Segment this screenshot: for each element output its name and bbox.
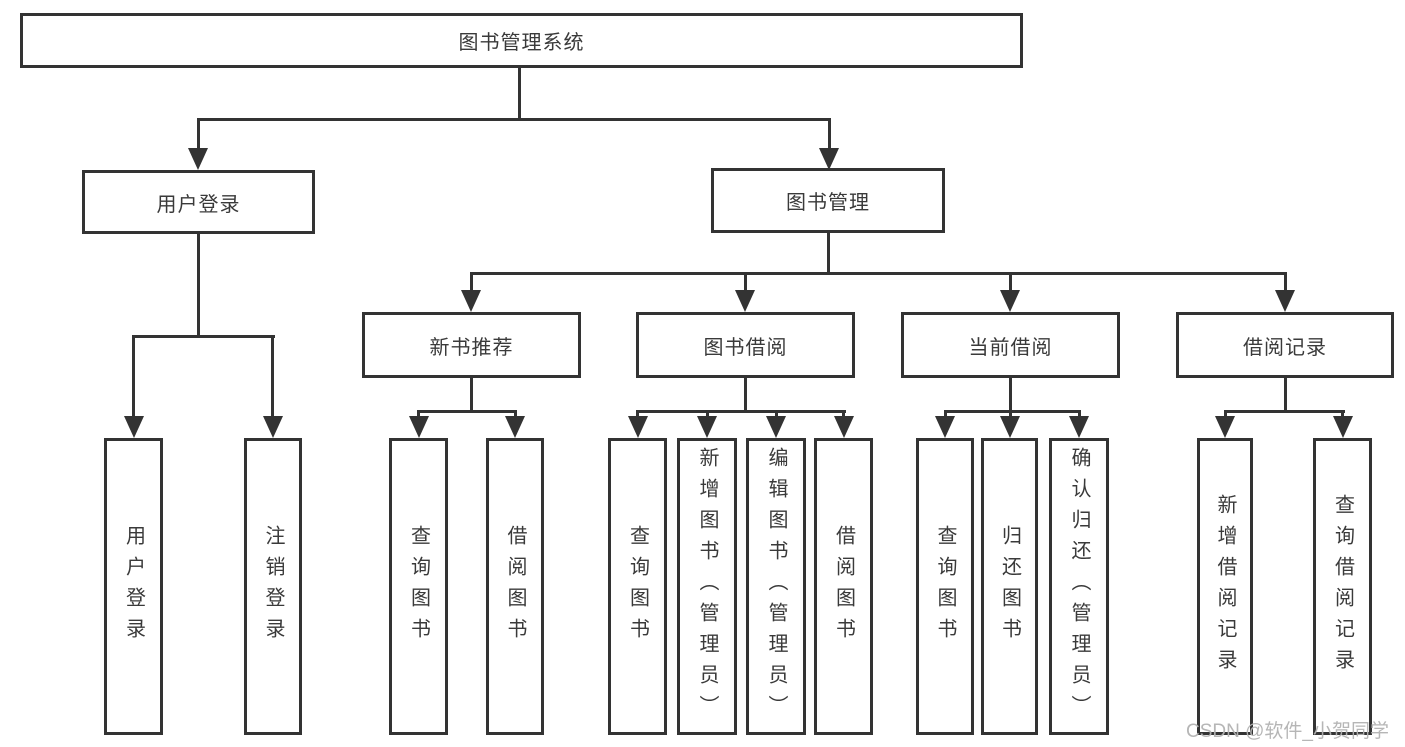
connector-hline xyxy=(1224,410,1345,413)
node-current-borrowing-label: 当前借阅 xyxy=(968,336,1053,359)
node-cb-confirm-return-label: 确认归还（管理员） xyxy=(1068,447,1090,726)
arrowhead-down-icon xyxy=(819,148,839,170)
node-new-book-recommend-label: 新书推荐 xyxy=(429,336,514,359)
node-cb-confirm-return: 确认归还（管理员） xyxy=(1049,438,1109,735)
node-br-add-record-label: 新增借阅记录 xyxy=(1214,493,1236,680)
connector-vline xyxy=(1284,272,1287,298)
connector-hline xyxy=(470,272,1287,275)
arrowhead-down-icon xyxy=(1215,416,1235,438)
arrowhead-down-icon xyxy=(735,290,755,312)
node-nb-query-books-label: 查询图书 xyxy=(407,524,430,649)
node-br-add-record: 新增借阅记录 xyxy=(1197,438,1253,735)
arrowhead-down-icon xyxy=(697,416,717,438)
connector-vline xyxy=(1009,378,1012,410)
node-bb-borrow-books: 借阅图书 xyxy=(814,438,873,735)
connector-hline xyxy=(944,410,1081,413)
node-new-book-recommend: 新书推荐 xyxy=(362,312,581,378)
connector-vline xyxy=(827,233,830,272)
node-logout: 注销登录 xyxy=(244,438,302,735)
arrowhead-down-icon xyxy=(766,416,786,438)
arrowhead-down-icon xyxy=(263,416,283,438)
arrowhead-down-icon xyxy=(1000,416,1020,438)
arrowhead-down-icon xyxy=(935,416,955,438)
connector-vline xyxy=(470,378,473,410)
arrowhead-down-icon xyxy=(124,416,144,438)
connector-hline xyxy=(636,410,846,413)
node-book-management: 图书管理 xyxy=(711,168,945,233)
node-current-borrowing: 当前借阅 xyxy=(901,312,1120,378)
csdn-watermark: CSDN @软件_小贺同学 xyxy=(1186,721,1389,742)
connector-hline xyxy=(197,118,831,121)
arrowhead-down-icon xyxy=(505,416,525,438)
node-nb-query-books: 查询图书 xyxy=(389,438,448,735)
node-user-login-label: 用户登录 xyxy=(156,193,241,216)
connector-vline xyxy=(518,68,521,118)
arrowhead-down-icon xyxy=(461,290,481,312)
node-login: 用户登录 xyxy=(104,438,163,735)
node-nb-borrow-books-label: 借阅图书 xyxy=(504,524,526,649)
arrowhead-down-icon xyxy=(1000,290,1020,312)
arrowhead-down-icon xyxy=(628,416,648,438)
node-bb-edit-books-label: 编辑图书（管理员） xyxy=(765,447,787,726)
connector-vline xyxy=(271,335,274,420)
node-cb-return-books-label: 归还图书 xyxy=(998,524,1021,649)
arrowhead-down-icon xyxy=(1275,290,1295,312)
connector-hline xyxy=(417,410,517,413)
node-logout-label: 注销登录 xyxy=(262,524,284,649)
connector-vline xyxy=(828,118,831,154)
connector-vline xyxy=(1284,378,1287,410)
node-nb-borrow-books: 借阅图书 xyxy=(486,438,544,735)
node-root-label: 图书管理系统 xyxy=(458,32,585,54)
node-br-query-record: 查询借阅记录 xyxy=(1313,438,1372,735)
arrowhead-down-icon xyxy=(834,416,854,438)
node-bb-add-books-label: 新增图书（管理员） xyxy=(696,447,718,726)
connector-vline xyxy=(132,335,135,420)
node-root: 图书管理系统 xyxy=(20,13,1023,68)
connector-hline xyxy=(132,335,275,338)
node-bb-add-books: 新增图书（管理员） xyxy=(677,438,737,735)
connector-vline xyxy=(1009,272,1012,298)
connector-vline xyxy=(744,272,747,298)
node-bb-edit-books: 编辑图书（管理员） xyxy=(746,438,806,735)
node-br-query-record-label: 查询借阅记录 xyxy=(1331,493,1354,680)
node-cb-return-books: 归还图书 xyxy=(981,438,1038,735)
connector-vline xyxy=(197,234,200,335)
node-book-borrowing: 图书借阅 xyxy=(636,312,855,378)
node-borrowing-records: 借阅记录 xyxy=(1176,312,1394,378)
node-book-borrowing-label: 图书借阅 xyxy=(703,336,788,359)
node-cb-query-books: 查询图书 xyxy=(916,438,974,735)
arrowhead-down-icon xyxy=(1069,416,1089,438)
arrowhead-down-icon xyxy=(188,148,208,170)
connector-vline xyxy=(470,272,473,298)
node-bb-query-books-label: 查询图书 xyxy=(626,524,649,649)
node-user-login: 用户登录 xyxy=(82,170,315,234)
arrowhead-down-icon xyxy=(409,416,429,438)
node-bb-borrow-books-label: 借阅图书 xyxy=(832,524,855,649)
node-bb-query-books: 查询图书 xyxy=(608,438,667,735)
node-cb-query-books-label: 查询图书 xyxy=(934,524,956,649)
node-book-management-label: 图书管理 xyxy=(786,192,870,214)
connector-vline xyxy=(744,378,747,410)
arrowhead-down-icon xyxy=(1333,416,1353,438)
node-borrowing-records-label: 借阅记录 xyxy=(1243,336,1327,359)
node-login-label: 用户登录 xyxy=(122,524,145,649)
connector-vline xyxy=(197,118,200,154)
